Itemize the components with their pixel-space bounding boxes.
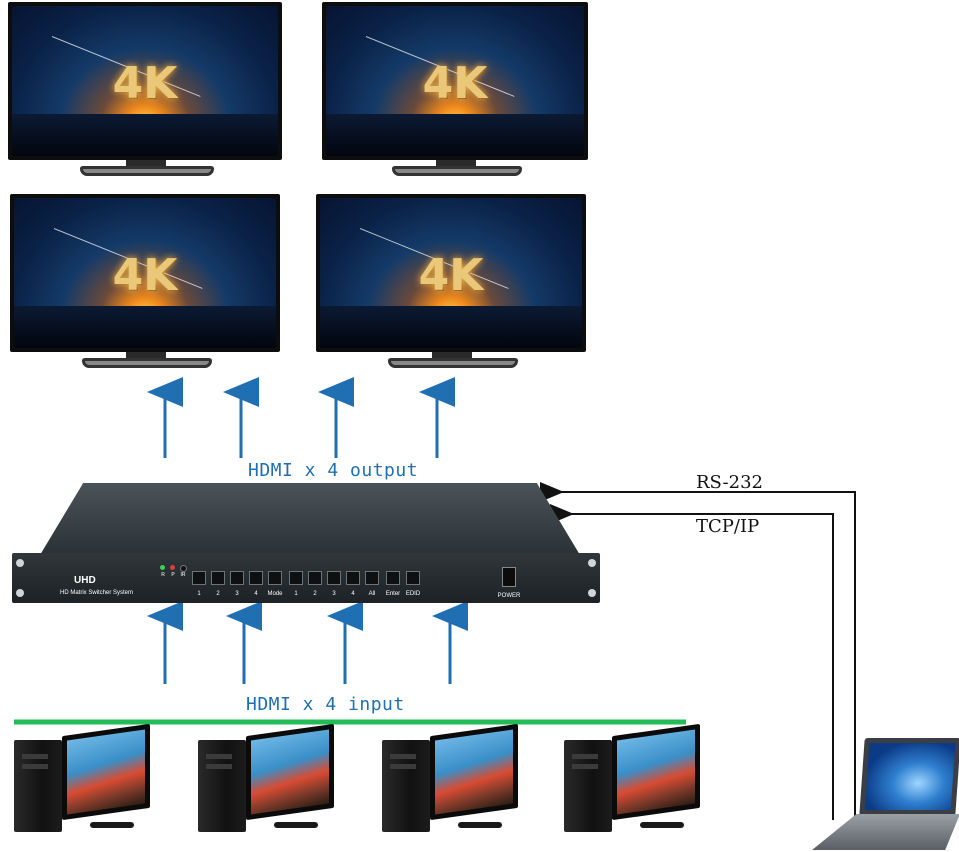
tv-display-3: 4K [10, 194, 280, 370]
switcher-front-panel: UHD HD Matrix Switcher System R P IR 1 2… [12, 553, 600, 603]
source-pc-1 [14, 723, 154, 836]
source-pc-4 [564, 723, 704, 836]
switcher-model: HD Matrix Switcher System [60, 590, 134, 596]
led-label-ir: IR [180, 572, 186, 578]
key-label: 3 [235, 591, 239, 597]
tv-display-2: 4K [322, 2, 588, 178]
rs232-line [540, 482, 856, 820]
key-mode[interactable] [268, 571, 282, 585]
key-in-4[interactable] [346, 571, 360, 585]
key-label: 3 [332, 591, 336, 597]
hdmi-output-label: HDMI x 4 output [248, 460, 419, 481]
key-label: 4 [254, 591, 258, 597]
key-out-4[interactable] [249, 571, 263, 585]
tv-logo-text: 4K [112, 250, 178, 301]
power-switch[interactable] [502, 567, 516, 587]
control-laptop [812, 738, 959, 850]
key-label: Enter [385, 591, 401, 597]
rs232-label: RS-232 [696, 472, 763, 493]
key-label: 2 [313, 591, 317, 597]
key-label: Mode [267, 591, 283, 597]
source-pc-2 [198, 723, 338, 836]
switcher-brand: UHD [74, 575, 96, 586]
hdmi-input-label: HDMI x 4 input [246, 694, 405, 715]
led-p [170, 565, 175, 570]
source-pc-3 [382, 723, 522, 836]
key-in-2[interactable] [308, 571, 322, 585]
tv-logo-text: 4K [422, 58, 488, 109]
key-all[interactable] [365, 571, 379, 585]
led-r [160, 565, 165, 570]
key-out-3[interactable] [230, 571, 244, 585]
tcpip-line [550, 504, 834, 820]
key-label: 1 [197, 591, 201, 597]
power-label: POWER [497, 593, 521, 599]
led-ir [180, 565, 187, 572]
key-edid[interactable] [406, 571, 420, 585]
key-in-3[interactable] [327, 571, 341, 585]
key-label: 1 [294, 591, 298, 597]
led-label-p: P [171, 572, 175, 578]
tv-logo-text: 4K [418, 250, 484, 301]
key-label: 4 [351, 591, 355, 597]
tv-display-4: 4K [316, 194, 586, 370]
key-label: EDID [405, 591, 421, 597]
tcpip-label: TCP/IP [696, 516, 760, 537]
key-out-2[interactable] [211, 571, 225, 585]
key-in-1[interactable] [289, 571, 303, 585]
tv-display-1: 4K [8, 2, 282, 178]
key-label: 2 [216, 591, 220, 597]
led-label-r: R [161, 572, 165, 578]
key-enter[interactable] [386, 571, 400, 585]
key-out-1[interactable] [192, 571, 206, 585]
key-label: All [368, 591, 376, 597]
tv-logo-text: 4K [112, 58, 178, 109]
